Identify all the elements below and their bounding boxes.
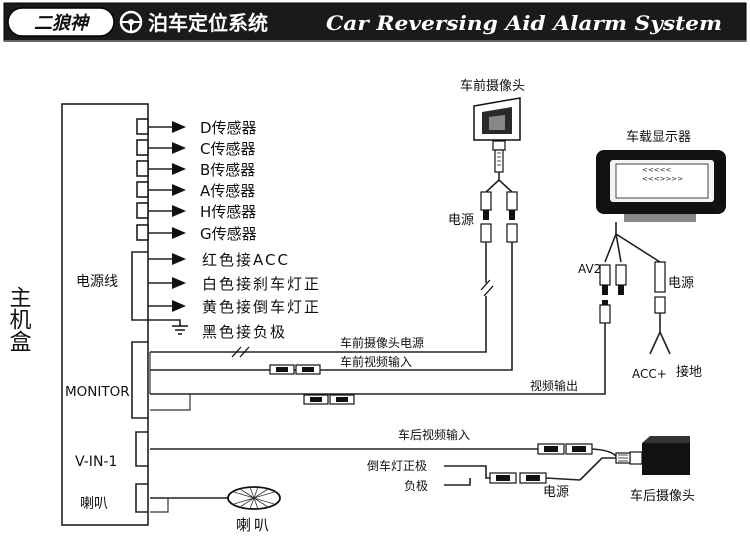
rear-camera-title: 车后摄像头: [630, 488, 695, 504]
vin-section-label: V-IN-1: [75, 454, 117, 470]
arrow-right-icon: [172, 300, 186, 312]
brand-badge: [7, 7, 115, 37]
power-wire-group: 红色接ACC 白色接刹车灯正 黄色接倒车灯正 黑色接负极: [148, 251, 321, 341]
sensor-group: D传感器 C传感器 B传感器 A传感器 H传感器: [136, 118, 257, 243]
display-title: 车载显示器: [626, 129, 691, 145]
host-unit: 电源线 MONITOR V-IN-1 喇叭: [61, 103, 149, 526]
power-wire-label: 白色接刹车灯正: [202, 275, 321, 293]
power-section-label: 电源线: [76, 274, 118, 290]
display-power-label: 电源: [668, 276, 694, 291]
arrow-right-icon: [172, 163, 186, 175]
monitor-section-label: MONITOR: [65, 384, 130, 400]
sensor-label: G传感器: [200, 225, 257, 243]
host-unit-box: [61, 103, 149, 526]
speaker: 喇叭: [150, 486, 281, 534]
display-acc-label: ACC+: [632, 367, 667, 381]
arrow-right-icon: [172, 184, 186, 196]
rear-negative-label: 负极: [404, 479, 428, 493]
sensor-row: H传感器: [136, 202, 256, 221]
rear-power-label: 电源: [543, 485, 569, 500]
video-connector: [303, 394, 355, 405]
arrow-right-icon: [172, 142, 186, 154]
rear-video-label: 车后视频输入: [398, 427, 470, 442]
power-wire-label: 红色接ACC: [202, 251, 290, 269]
front-camera-power-line-label: 车前摄像头电源: [340, 335, 424, 350]
sensor-row: A传感器: [136, 181, 255, 200]
speaker-label: 喇叭: [236, 516, 272, 534]
sensor-row: B传感器: [136, 160, 255, 179]
steering-wheel-icon: [119, 10, 143, 34]
arrow-right-icon: [172, 253, 186, 265]
rear-camera-body: [642, 443, 690, 475]
header-title-en: Car Reversing Aid Alarm System: [326, 11, 722, 35]
car-display: 车载显示器 <<<<< <<<>>>> AV2 电源 ACC+ 接地: [150, 129, 726, 395]
sensor-label: B传感器: [200, 161, 255, 179]
display-ground-label: 接地: [676, 364, 702, 380]
display-av-label: AV2: [578, 262, 601, 276]
display-screen-arrows: <<<>>>>: [642, 175, 683, 183]
ground-icon: [172, 325, 188, 335]
sensor-label: A传感器: [200, 182, 255, 200]
sensor-label: D传感器: [200, 119, 257, 137]
arrow-right-icon: [172, 277, 186, 289]
host-unit-title: 主机盒: [6, 286, 32, 352]
rear-camera: 车后视频输入 车后摄像头 倒车灯正极 负极 电源: [150, 427, 695, 504]
front-camera-power-label: 电源: [448, 213, 474, 228]
power-wire-label: 黑色接负极: [202, 323, 287, 341]
sensor-row: D传感器: [136, 118, 257, 137]
speaker-section-label: 喇叭: [80, 496, 108, 512]
header-title-cn: 泊车定位系统: [148, 11, 268, 35]
sensor-row: C传感器: [136, 139, 255, 158]
arrow-right-icon: [172, 121, 186, 133]
sensor-row: G传感器: [136, 224, 257, 243]
video-connector: [269, 364, 321, 375]
front-camera-video-line-label: 车前视频输入: [340, 354, 412, 369]
arrow-right-icon: [172, 205, 186, 217]
brand-logo-text: 二狼神: [34, 13, 91, 34]
front-camera-title: 车前摄像头: [460, 78, 525, 94]
header-banner: 二狼神 泊车定位系统 Car Reversing Aid Alarm Syste…: [3, 2, 747, 42]
display-screen-arrows: <<<<<: [642, 166, 671, 174]
rear-reverse-pos-label: 倒车灯正极: [367, 458, 427, 473]
sensor-label: C传感器: [200, 140, 255, 158]
power-wire-label: 黄色接倒车灯正: [202, 298, 321, 316]
sensor-label: H传感器: [200, 203, 256, 221]
arrow-right-icon: [172, 227, 186, 239]
video-output-label: 视频输出: [530, 378, 578, 393]
